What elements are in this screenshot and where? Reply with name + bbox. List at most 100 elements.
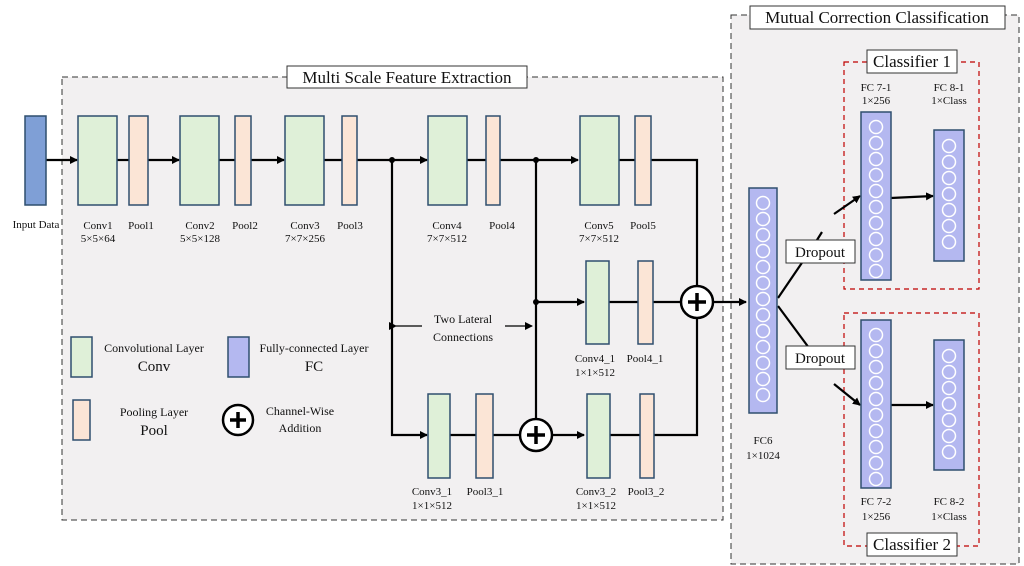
legend-conv-abbr: Conv xyxy=(138,359,171,375)
legend-addition-icon xyxy=(221,403,255,437)
conv4-label: Conv4 xyxy=(432,220,462,232)
pool5-block xyxy=(634,115,652,206)
neuron-circle xyxy=(868,119,884,135)
fc7-2-block xyxy=(860,319,892,489)
fc6-label: FC6 xyxy=(754,435,773,447)
conv4-1-label: Conv4_1 xyxy=(575,353,615,365)
conv3-2-label: Conv3_2 xyxy=(576,486,616,498)
fc8-2-label: FC 8-2 xyxy=(934,496,965,508)
neuron-circle xyxy=(755,275,771,291)
neuron-circle xyxy=(941,444,957,460)
neuron-circle xyxy=(941,348,957,364)
classifier2-title-box xyxy=(866,532,958,557)
neuron-circle xyxy=(868,135,884,151)
pool1-label: Pool1 xyxy=(128,220,154,232)
neuron-circle xyxy=(755,227,771,243)
fc8-2-block xyxy=(933,339,965,471)
fc7-1-label: FC 7-1 xyxy=(861,82,892,94)
conv-layers xyxy=(77,115,620,479)
conv4-block xyxy=(427,115,468,206)
neuron-circle xyxy=(755,323,771,339)
conv4-dim: 7×7×512 xyxy=(427,233,467,245)
neuron-circle xyxy=(941,380,957,396)
fc7-2-label: FC 7-2 xyxy=(861,496,892,508)
pool4-1-block xyxy=(637,260,654,345)
conv3-1-dim: 1×1×512 xyxy=(412,500,452,512)
conv5-label: Conv5 xyxy=(584,220,614,232)
conv2-label: Conv2 xyxy=(185,220,214,232)
neuron-circle xyxy=(868,151,884,167)
neuron-circle xyxy=(868,439,884,455)
pool3-block xyxy=(341,115,358,206)
neuron-circle xyxy=(941,428,957,444)
neuron-circle xyxy=(941,218,957,234)
legend-pool-swatch xyxy=(72,399,91,441)
neuron-circle xyxy=(941,396,957,412)
dropout-top-label: Dropout xyxy=(795,245,846,261)
neuron-circle xyxy=(755,387,771,403)
conv5-block xyxy=(579,115,620,206)
neuron-circle xyxy=(868,359,884,375)
neuron-circle xyxy=(868,231,884,247)
legend-fc-abbr: FC xyxy=(305,359,323,375)
neuron-circle xyxy=(868,263,884,279)
conv3-2-block xyxy=(586,393,611,479)
classifier2-title: Classifier 2 xyxy=(873,535,951,554)
neuron-circle xyxy=(755,211,771,227)
neuron-circle xyxy=(868,167,884,183)
pool2-block xyxy=(234,115,252,206)
mutual-title-box xyxy=(749,5,1006,30)
fc8-1-label: FC 8-1 xyxy=(934,82,965,94)
conv3-2-dim: 1×1×512 xyxy=(576,500,616,512)
neuron-circle xyxy=(941,202,957,218)
neuron-circle xyxy=(868,183,884,199)
pool3-1-block xyxy=(475,393,494,479)
conv4-1-block xyxy=(585,260,610,345)
conv3-1-block xyxy=(427,393,451,479)
neuron-circle xyxy=(755,243,771,259)
neuron-circle xyxy=(868,343,884,359)
fc8-1-dim: 1×Class xyxy=(931,95,967,107)
pool3-2-block xyxy=(639,393,655,479)
lateral-label-line2: Connections xyxy=(433,330,493,344)
conv3-1-label: Conv3_1 xyxy=(412,486,452,498)
legend-addition-title2: Addition xyxy=(279,421,322,435)
pool4-block xyxy=(485,115,501,206)
pool3-1-label: Pool3_1 xyxy=(467,486,504,498)
conv3-block xyxy=(284,115,325,206)
fc7-1-block xyxy=(860,111,892,281)
fc7-2-dim: 1×256 xyxy=(862,511,891,523)
neuron-circle xyxy=(755,259,771,275)
neuron-circle xyxy=(868,375,884,391)
conv3-dim: 7×7×256 xyxy=(285,233,325,245)
legend-pool-title: Pooling Layer xyxy=(120,405,188,419)
conv2-block xyxy=(179,115,220,206)
neuron-circle xyxy=(941,138,957,154)
junction-dot xyxy=(389,157,395,163)
pool4-label: Pool4 xyxy=(489,220,515,232)
conv2-dim: 5×5×128 xyxy=(180,233,220,245)
neuron-circle xyxy=(755,195,771,211)
neuron-circle xyxy=(868,423,884,439)
neuron-circle xyxy=(941,364,957,380)
classifier1-title-box xyxy=(866,49,958,74)
fc6-block xyxy=(748,187,778,414)
junction-dot xyxy=(533,157,539,163)
conv3-label: Conv3 xyxy=(290,220,320,232)
fc8-2-dim: 1×Class xyxy=(931,511,967,523)
legend-fc-title: Fully-connected Layer xyxy=(260,341,369,355)
fc7-1-dim: 1×256 xyxy=(862,95,891,107)
neuron-circle xyxy=(868,471,884,487)
legend-fc-swatch xyxy=(227,336,250,378)
conv4-1-dim: 1×1×512 xyxy=(575,367,615,379)
channel-wise-addition-node xyxy=(518,417,554,453)
neuron-circles xyxy=(755,119,957,487)
neuron-circle xyxy=(755,355,771,371)
neuron-circle xyxy=(868,407,884,423)
mutual-title: Mutual Correction Classification xyxy=(765,8,989,27)
multi-scale-title: Multi Scale Feature Extraction xyxy=(302,68,512,87)
classifier1-title: Classifier 1 xyxy=(873,52,951,71)
dropout-bottom-label: Dropout xyxy=(795,351,846,367)
neuron-circle xyxy=(941,186,957,202)
